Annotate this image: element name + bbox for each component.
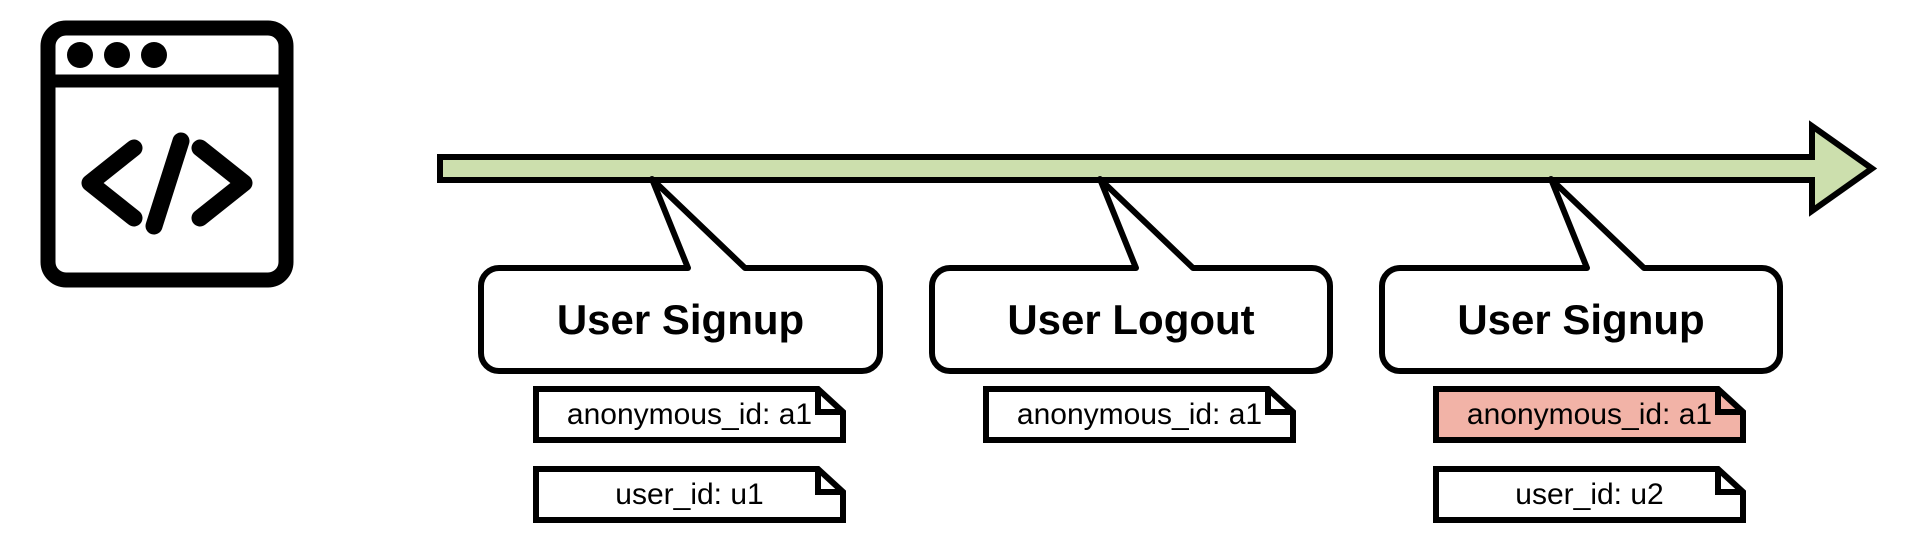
event-callout-2[interactable] — [929, 176, 1333, 443]
event-title-2: User Logout — [1007, 295, 1255, 343]
window-dot-icon — [67, 42, 93, 68]
timeline-arrow — [437, 120, 1878, 217]
window-dot-icon — [141, 42, 167, 68]
window-dot-icon — [104, 42, 130, 68]
note-text-3a: anonymous_id: a1 — [1466, 397, 1713, 431]
note-text-1b: user_id: u1 — [615, 477, 764, 511]
note-text-1a: anonymous_id: a1 — [566, 397, 813, 431]
note-shape-3b — [1433, 466, 1746, 523]
note-fold-2a — [1265, 389, 1293, 415]
code-window-frame — [40, 20, 294, 288]
slash-icon — [145, 132, 190, 235]
note-shape-2a — [983, 386, 1296, 443]
note-text-2a: anonymous_id: a1 — [1016, 397, 1263, 431]
event-callout-3[interactable] — [1379, 176, 1783, 523]
angle-bracket-right-icon — [191, 139, 253, 227]
event-callout-shape-3 — [1379, 176, 1783, 374]
angle-bracket-left-icon — [81, 139, 143, 227]
event-title-3: User Signup — [1457, 295, 1705, 343]
note-shape-3a — [1433, 386, 1746, 443]
note-shape-1b — [533, 466, 846, 523]
event-callout-shape-1 — [478, 176, 883, 374]
note-fold-3a — [1715, 389, 1743, 415]
note-fold-1b — [815, 469, 843, 495]
note-shape-1a — [533, 386, 846, 443]
code-window-icon — [40, 20, 294, 288]
event-title-1: User Signup — [556, 295, 805, 343]
note-fold-1a — [815, 389, 843, 415]
note-fold-3b — [1715, 469, 1743, 495]
note-text-3b: user_id: u2 — [1515, 477, 1664, 511]
event-callout-1[interactable] — [478, 176, 883, 523]
event-callout-shape-2 — [929, 176, 1333, 374]
